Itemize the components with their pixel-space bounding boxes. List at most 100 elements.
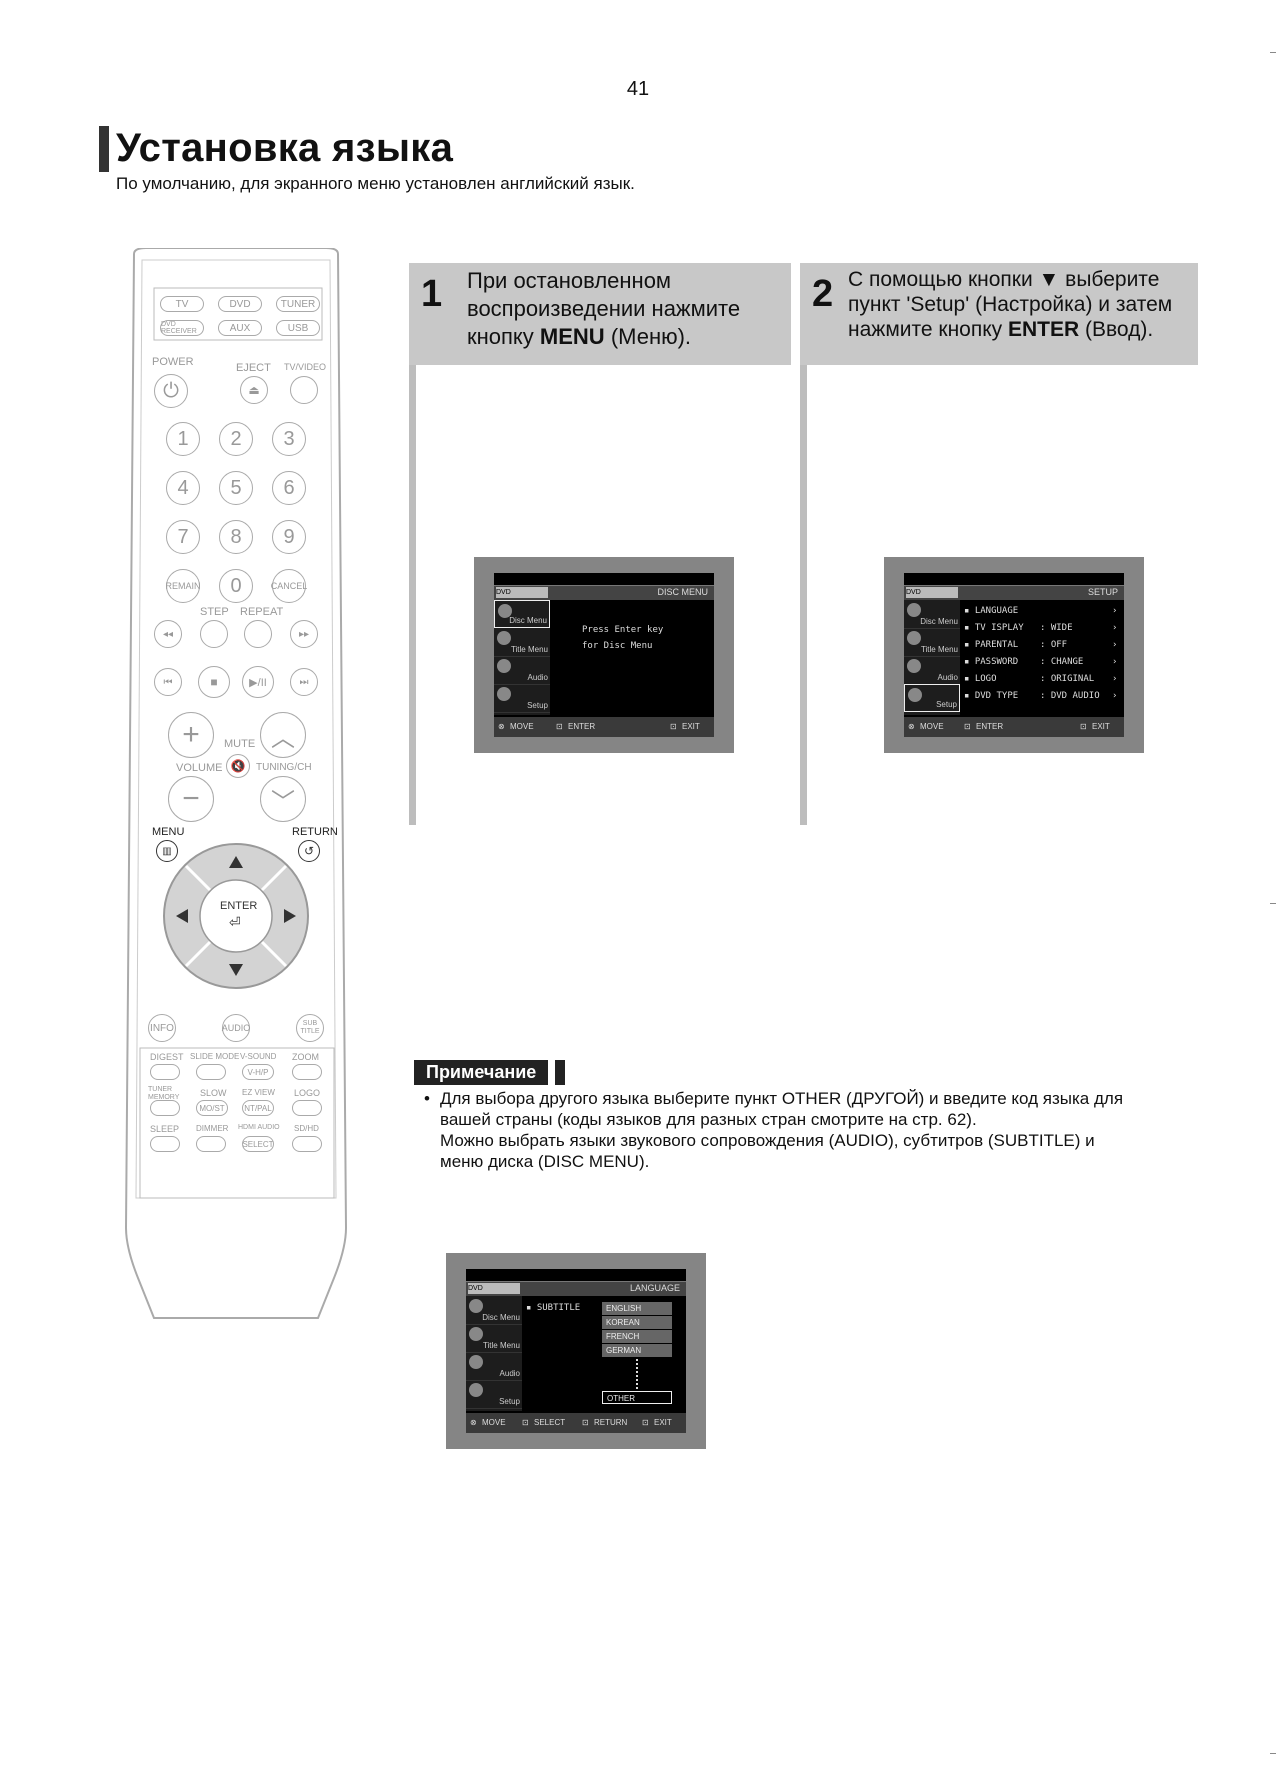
tuner-button: TUNER: [276, 296, 320, 312]
return-label: RETURN: [292, 826, 338, 838]
setup-row-logo: ▪ LOGO: [964, 674, 997, 684]
digest-button: [150, 1064, 180, 1080]
footer-select-icon: ⊡: [522, 1418, 529, 1427]
step-label: STEP: [200, 606, 229, 618]
side-title-menu: Title Menu: [466, 1324, 522, 1353]
setup-value-dvd-type: : DVD AUDIO: [1040, 691, 1100, 701]
side-title-menu: Title Menu: [494, 628, 550, 657]
gear-icon: [497, 687, 511, 701]
screen-title: DISC MENU: [657, 587, 708, 597]
select-button: SELECT: [242, 1136, 274, 1152]
eject-icon: ⏏: [240, 376, 268, 404]
note-accent-bar: [555, 1060, 565, 1085]
title-icon: [469, 1327, 483, 1341]
digit-4-button: 4: [166, 471, 200, 505]
sleep-button: [150, 1136, 180, 1152]
sd-hd-label: SD/HD: [294, 1124, 319, 1133]
edge-mark: [1270, 52, 1276, 53]
language-option-german: GERMAN: [602, 1344, 672, 1357]
step-1-header: 1 При остановленном воспроизведении нажм…: [409, 263, 791, 365]
step-forward-icon: ▸▸: [290, 620, 318, 648]
step-1-guide-line: [409, 365, 416, 825]
screen-brand: DVD RECEIVER: [906, 587, 958, 607]
subtitle-button: SUB TITLE: [296, 1014, 324, 1042]
title-icon: [497, 631, 511, 645]
gear-icon: [469, 1383, 483, 1397]
info-button: INFO: [148, 1014, 176, 1042]
play-pause-icon: ▶/II: [242, 666, 274, 698]
note-line-4: меню диска (DISC MENU).: [440, 1152, 650, 1171]
side-audio: Audio: [904, 656, 960, 685]
volume-down-icon: −: [168, 776, 214, 822]
dvd-button: DVD: [218, 296, 262, 312]
volume-up-icon: +: [168, 712, 214, 758]
sleep-label: SLEEP: [150, 1124, 180, 1134]
channel-up-icon: ︿: [260, 712, 306, 758]
tuning-label: TUNING/CH: [256, 762, 312, 773]
digit-5-button: 5: [219, 471, 253, 505]
footer-move-icon: ⊗: [908, 722, 915, 731]
footer-enter-icon: ⊡: [964, 722, 971, 731]
side-disc-menu: Disc Menu: [494, 600, 550, 628]
dvd-receiver-button: DVD RECEIVER: [160, 320, 204, 336]
digit-2-button: 2: [219, 422, 253, 456]
gear-icon: [908, 688, 922, 702]
disc-icon: [498, 604, 512, 618]
arrow-right-icon: ›: [1112, 691, 1118, 701]
side-setup: Setup: [494, 684, 550, 713]
screen-message-2: for Disc Menu: [582, 641, 653, 651]
remote-control: TV DVD TUNER DVD RECEIVER AUX USB POWER …: [124, 248, 348, 1320]
hdmi-audio-label: HDMI AUDIO: [238, 1124, 280, 1131]
logo-button: [292, 1100, 322, 1116]
v-sound-label: V-SOUND: [240, 1052, 277, 1061]
channel-down-icon: ﹀: [260, 776, 306, 822]
audio-button: AUDIO: [222, 1014, 250, 1042]
digit-8-button: 8: [219, 520, 253, 554]
footer-exit-icon: ⊡: [642, 1418, 649, 1427]
digit-3-button: 3: [272, 422, 306, 456]
setup-value-logo: : ORIGINAL: [1040, 674, 1095, 684]
disc-icon: [469, 1299, 483, 1313]
arrow-right-icon: ›: [1112, 657, 1118, 667]
step-1-text: При остановленном воспроизведении нажмит…: [467, 268, 741, 349]
sd-hd-button: [292, 1136, 322, 1152]
step-1-number: 1: [421, 273, 443, 315]
screen-language: DVD RECEIVER LANGUAGE Disc Menu Title Me…: [446, 1253, 706, 1449]
screen-brand: DVD RECEIVER: [496, 587, 548, 607]
setup-row-tv-display: ▪ TV ISPLAY: [964, 623, 1024, 633]
note-line-3: Можно выбрать языки звукового сопровожде…: [440, 1131, 1095, 1150]
side-title-menu: Title Menu: [904, 628, 960, 657]
step-2-text: С помощью кнопки ▼ выберите пункт 'Setup…: [848, 268, 1173, 341]
power-label: POWER: [152, 356, 194, 368]
speaker-icon: [907, 659, 921, 673]
enter-label: ENTER: [220, 900, 258, 912]
speaker-icon: [469, 1355, 483, 1369]
step-back-icon: ◂◂: [154, 620, 182, 648]
arrow-right-icon: ›: [1112, 623, 1118, 633]
step-2-guide-line: [800, 365, 807, 825]
nt-pal-button: NT/PAL: [242, 1100, 274, 1116]
setup-value-tv-display: : WIDE: [1040, 623, 1073, 633]
stop-icon: ■: [198, 666, 230, 698]
repeat-label: REPEAT: [240, 606, 284, 618]
screen-title: SETUP: [1087, 587, 1118, 597]
menu-label: MENU: [152, 826, 185, 838]
power-icon: ⏻: [154, 374, 188, 408]
remote-outline: [124, 248, 348, 1319]
arrow-right-icon: ›: [1112, 674, 1118, 684]
footer-enter-icon: ⊡: [556, 722, 563, 731]
slide-mode-label: SLIDE MODE: [190, 1052, 240, 1061]
zoom-button: [292, 1064, 322, 1080]
digest-label: DIGEST: [150, 1052, 184, 1062]
digit-1-button: 1: [166, 422, 200, 456]
digit-9-button: 9: [272, 520, 306, 554]
side-audio: Audio: [466, 1352, 522, 1381]
slide-mode-button: [196, 1064, 226, 1080]
note-line-2: вашей страны (коды языков для разных стр…: [440, 1110, 977, 1129]
side-disc-menu: Disc Menu: [466, 1296, 522, 1325]
language-item-subtitle: ▪ SUBTITLE: [526, 1303, 581, 1313]
footer-exit-icon: ⊡: [1080, 722, 1087, 731]
menu-icon: ▥: [156, 840, 178, 862]
setup-value-password: : CHANGE: [1040, 657, 1084, 667]
eject-label: EJECT: [236, 362, 271, 374]
